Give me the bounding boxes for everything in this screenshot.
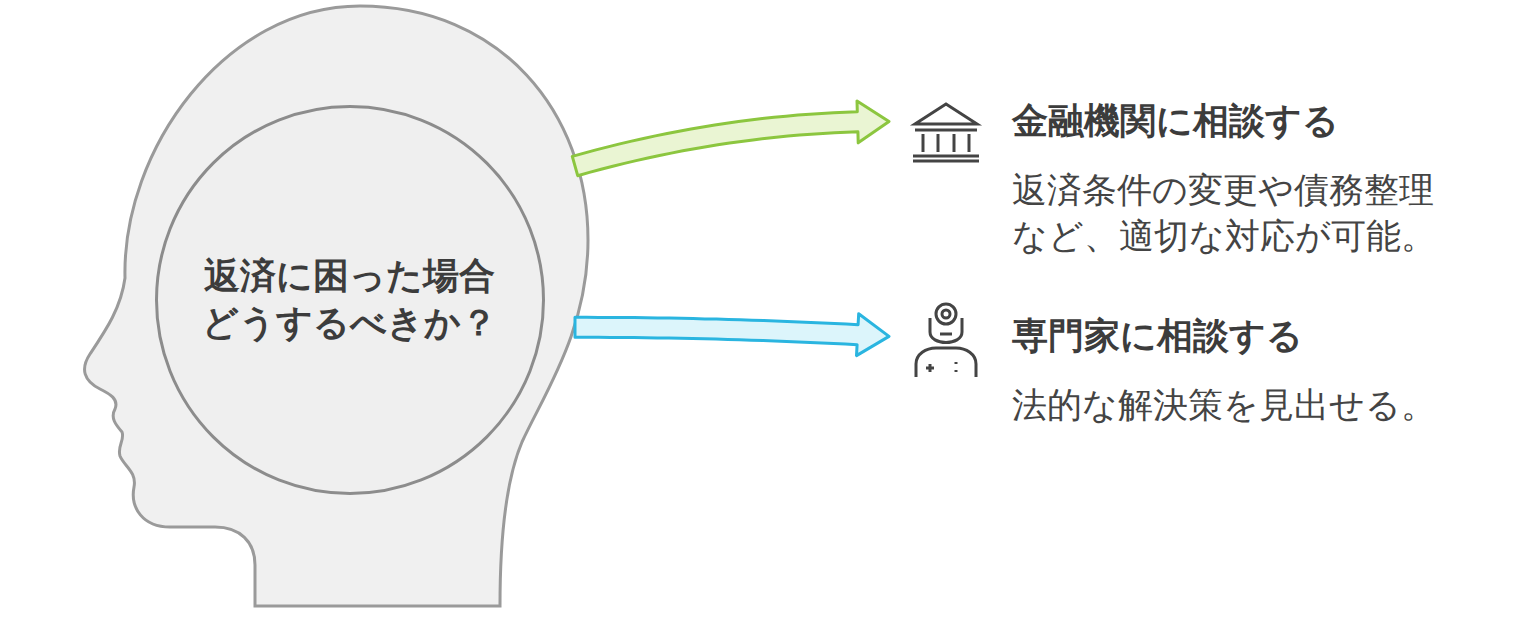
bank-icon bbox=[913, 104, 979, 161]
question-circle: 返済に困った場合 どうするべきか？ bbox=[155, 105, 545, 495]
option-heading: 専門家に相談する bbox=[1012, 313, 1525, 360]
option-box: 専門家に相談する法的な解決策を見出せる。 bbox=[905, 313, 1525, 428]
head-silhouette bbox=[85, 6, 588, 606]
block-arrow bbox=[572, 101, 889, 176]
question-text: 返済に困った場合 どうするべきか？ bbox=[199, 253, 501, 347]
specialist-icon bbox=[916, 304, 976, 377]
option-description: 法的な解決策を見出せる。 bbox=[1012, 382, 1453, 428]
option-heading: 金融機関に相談する bbox=[1012, 98, 1525, 145]
block-arrow bbox=[575, 314, 889, 356]
option-description: 返済条件の変更や債務整理 など、適切な対応が可能。 bbox=[1012, 167, 1453, 259]
option-box: 金融機関に相談する返済条件の変更や債務整理 など、適切な対応が可能。 bbox=[905, 98, 1525, 259]
